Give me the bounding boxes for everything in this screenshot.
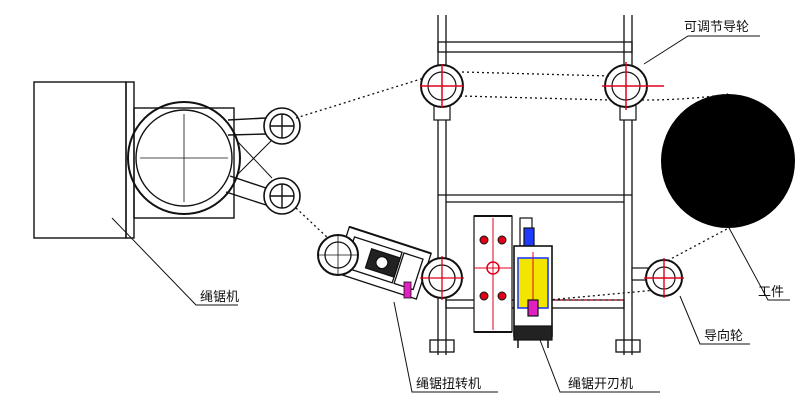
wire-saw-opener-machine xyxy=(473,215,624,348)
upper-idler-pulley xyxy=(263,107,301,145)
label-adjustable-guide-wheel: 可调节导轮 xyxy=(684,20,749,35)
main-flywheel xyxy=(127,101,241,215)
label-guide-wheel: 导向轮 xyxy=(704,328,743,344)
label-twist-machine: 绳锯扭转机 xyxy=(416,377,481,392)
adjustable-guide-wheel-right xyxy=(602,62,664,121)
callout-leaders xyxy=(111,35,790,393)
label-opener-machine: 绳锯开刃机 xyxy=(568,377,633,392)
label-wire-saw: 绳锯机 xyxy=(200,290,239,305)
machine-frame xyxy=(133,107,235,219)
workpiece-leader xyxy=(727,225,790,301)
adjustable-guide-wheel-leader xyxy=(643,35,760,65)
twist-machine-leader xyxy=(393,301,498,393)
guide-wheel xyxy=(631,258,684,298)
wire-saw-machine xyxy=(33,81,301,239)
wire-saw-leader xyxy=(111,217,238,306)
opener-machine-leader xyxy=(539,339,660,393)
motor-body xyxy=(33,81,127,239)
wire-saw-twist-machine xyxy=(317,225,464,300)
label-workpiece: 工件 xyxy=(758,285,784,300)
adjustable-guide-wheel-left xyxy=(420,64,464,121)
lower-idler-pulley xyxy=(263,177,301,215)
workpiece xyxy=(661,94,795,228)
guide-wheel-leader xyxy=(679,295,750,345)
